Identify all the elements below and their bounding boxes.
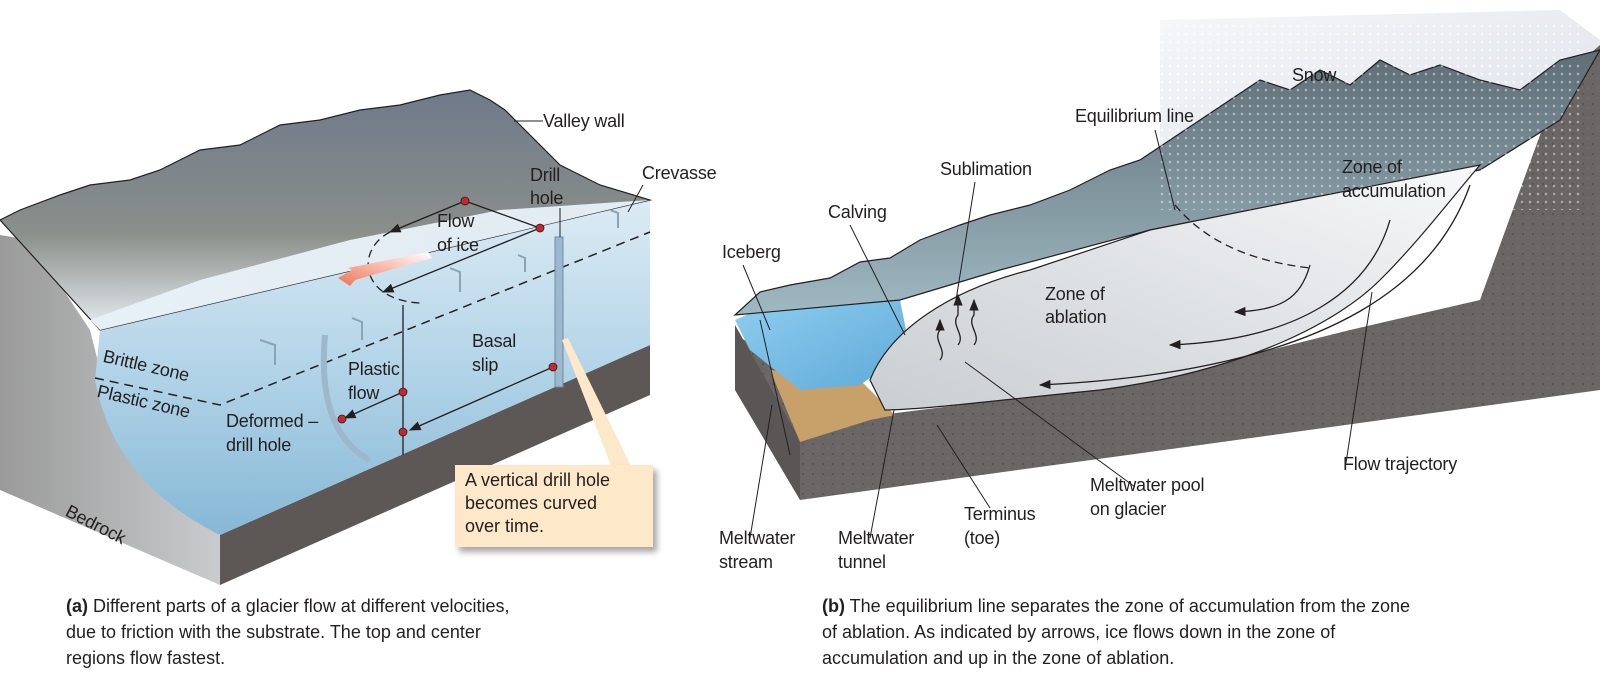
caption-b: (b) The equilibrium line separates the z… [822,593,1582,671]
caption-b-line3: accumulation and up in the zone of ablat… [822,648,1175,668]
label-equilibrium-line: Equilibrium line [1075,106,1194,126]
label-meltwater-tunnel-line1: Meltwater [838,528,915,548]
label-crevasse: Crevasse [642,163,717,183]
label-basal-slip-line1: Basal [472,331,517,351]
label-plastic-flow-line2: flow [348,383,380,403]
caption-a-line1: Different parts of a glacier flow at dif… [88,596,510,616]
caption-a: (a) Different parts of a glacier flow at… [66,593,706,671]
bedrock-block-b [735,45,1600,500]
label-flow-of-ice-line1: Flow [437,211,475,231]
deformed-drill-hole [320,334,372,463]
label-valley-wall: Valley wall [543,111,625,131]
marker-dot [398,427,408,437]
label-iceberg: Iceberg [722,242,781,262]
label-flow-trajectory: Flow trajectory [1343,454,1458,474]
label-meltwater-stream-line2: stream [719,552,773,572]
label-deformed-drill-hole-line2: drill hole [226,435,292,455]
label-zone-ablation-line1: Zone of [1045,284,1105,304]
caption-b-line1: The equilibrium line separates the zone … [844,596,1410,616]
lake [735,300,910,390]
label-basal-slip-line2: slip [472,355,499,375]
label-flow-of-ice-line2: of ice [437,235,479,255]
callout-line2: becomes curved [465,493,598,513]
ice-front-face [95,200,650,535]
bedrock-front [220,345,650,585]
flow-of-ice-arrow [338,252,432,286]
label-plastic-flow-line1: Plastic [348,359,400,379]
caption-a-line2: due to friction with the substrate. The … [66,622,481,642]
marker-dot [398,387,408,397]
panel-b-glacier-landscape [733,10,1600,539]
marker-dot [337,414,347,424]
equilibrium-line [1174,204,1311,269]
label-zone-accumulation-line2: accumulation [1342,181,1446,201]
straight-drill-hole [554,236,564,388]
caption-a-tag: (a) [66,596,88,616]
caption-b-line2: of ablation. As indicated by arrows, ice… [822,622,1336,642]
label-meltwater-pool-line2: on glacier [1090,499,1167,519]
caption-b-tag: (b) [822,596,845,616]
marker-dot [548,362,558,372]
brittle-plastic-boundary [94,231,651,406]
label-terminus-line2: (toe) [964,528,1001,548]
label-meltwater-tunnel-line2: tunnel [838,552,886,572]
glacier-body [869,164,1482,411]
label-snow: Snow [1292,65,1337,85]
label-sublimation: Sublimation [940,159,1032,179]
label-meltwater-pool-line1: Meltwater pool [1090,475,1205,495]
label-drill-hole-line1: Drill [530,165,560,185]
callout-line3: over time. [465,516,545,536]
drill-hole-callout: A vertical drill hole becomes curved ove… [455,465,653,547]
label-zone-ablation-line2: ablation [1045,307,1107,327]
label-zone-accumulation-line1: Zone of [1342,157,1402,177]
caption-a-line3: regions flow fastest. [66,648,226,668]
valley-wall-mountains [0,89,653,331]
panel-a-glacier-block [0,89,653,585]
callout-line1: A vertical drill hole [465,470,611,490]
marker-dot [535,223,545,233]
label-meltwater-stream-line1: Meltwater [719,528,796,548]
label-drill-hole-line2: hole [530,188,564,208]
label-calving: Calving [828,202,887,222]
label-deformed-drill-hole-line1: Deformed – [226,411,319,431]
label-terminus-line1: Terminus [964,504,1036,524]
marker-dot [460,196,470,206]
